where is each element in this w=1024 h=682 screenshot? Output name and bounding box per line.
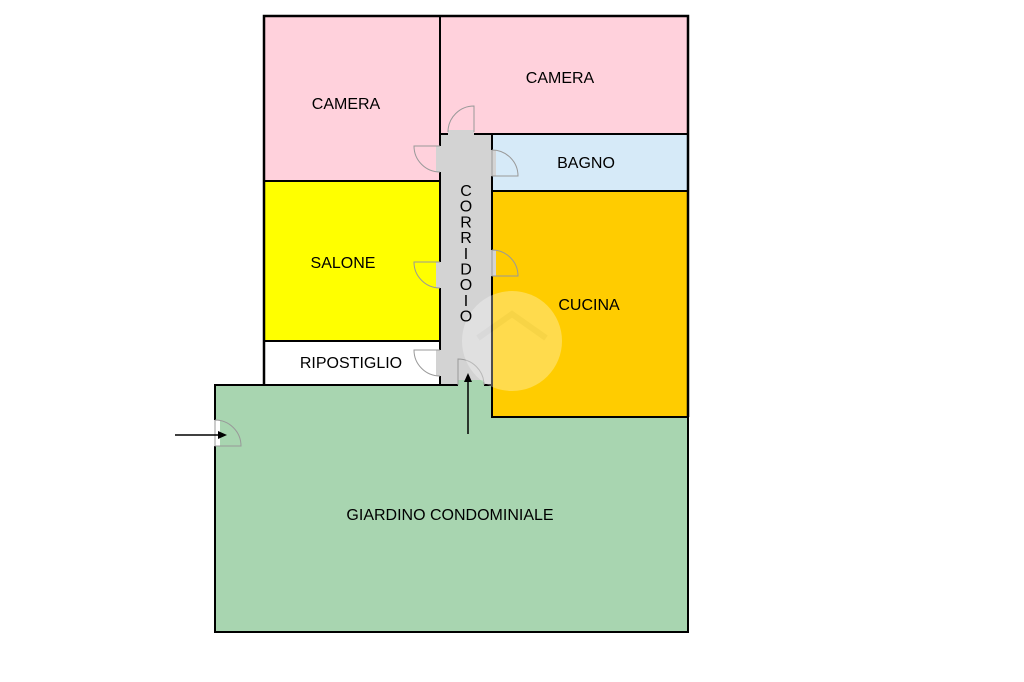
door-garden [214, 419, 242, 447]
label-cucina: CUCINA [558, 297, 620, 314]
arrow-right-icon [175, 431, 227, 439]
arrow-up-icon [464, 373, 472, 434]
door-camera-left [413, 145, 441, 173]
label-camera-left: CAMERA [312, 96, 381, 113]
label-ripostiglio: RIPOSTIGLIO [300, 355, 402, 372]
label-camera-right: CAMERA [526, 70, 595, 87]
door-entrance [457, 358, 485, 386]
door-salone [413, 261, 441, 289]
label-giardino: GIARDINO CONDOMINIALE [346, 507, 553, 524]
outer-wall [262, 14, 690, 417]
door-camera-right [447, 105, 475, 133]
room-camera-left [263, 15, 441, 182]
label-bagno: BAGNO [557, 155, 615, 172]
house-watermark-icon [462, 291, 562, 391]
room-cucina [491, 190, 689, 418]
room-salone [263, 180, 441, 342]
room-giardino [214, 384, 689, 633]
doors [212, 105, 519, 447]
door-cucina [491, 249, 519, 277]
label-salone: SALONE [311, 255, 376, 272]
door-bagno [491, 149, 519, 177]
door-ripostiglio [413, 349, 441, 377]
